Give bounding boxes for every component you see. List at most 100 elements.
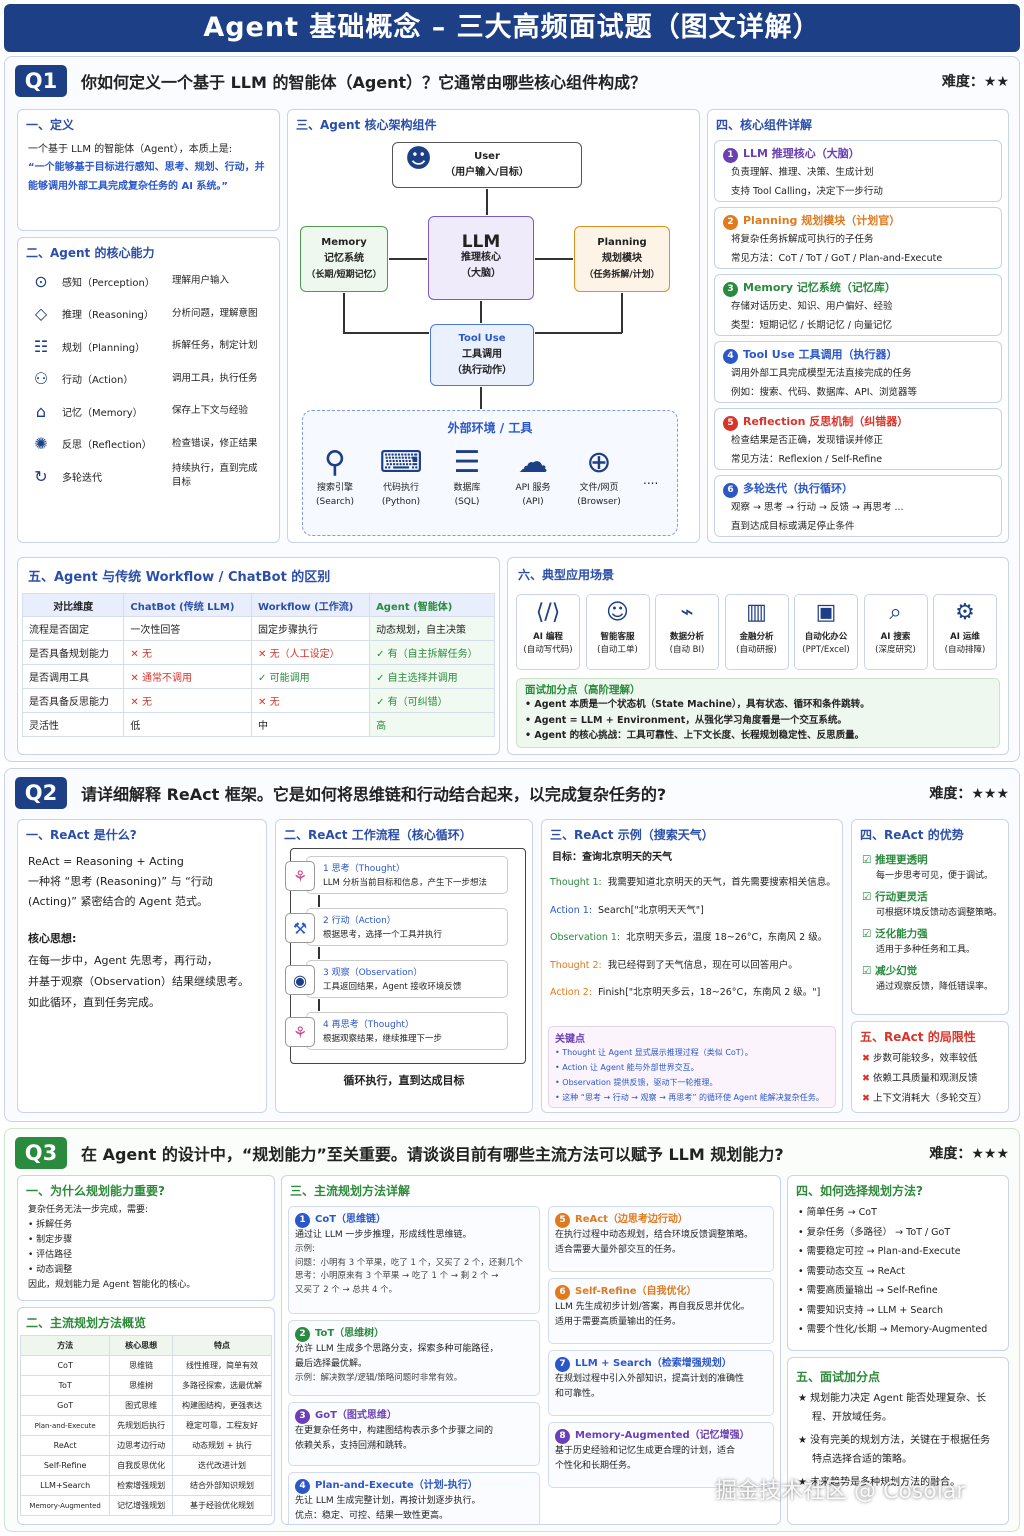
- bullet-icon: •: [28, 1250, 37, 1260]
- why-intro: 复杂任务无法一步完成，需要:: [28, 1205, 149, 1215]
- comparison-cell: 一次性回答: [123, 616, 253, 641]
- capability-row: ↻多轮迭代持续执行，直到完成目标: [18, 460, 279, 493]
- app-sub: (自动 BI): [669, 645, 705, 655]
- example-line: Action 1:Search["北京明天天气"]: [542, 897, 842, 925]
- cross-icon: ✖: [862, 1053, 873, 1064]
- bonus-text: 未来趋势是多种规划方法的融合。: [810, 1477, 961, 1488]
- flow-arrow: [318, 895, 320, 907]
- q2-cons-card: 五、ReAct 的局限性 ✖ 步数可能较多，效率较低✖ 依赖工具质量和观测反馈✖…: [851, 1021, 1009, 1113]
- overview-cell: Memory-Augmented: [19, 1495, 111, 1516]
- example-line: Observation 1:北京明天多云，温度 18~26°C，东南风 2 级。: [542, 924, 842, 952]
- bullet-icon: •: [525, 699, 535, 710]
- overview-cell: 多路径探索，选最优解: [171, 1375, 273, 1396]
- con-item: ✖ 步数可能较多，效率较低: [852, 1049, 1008, 1069]
- q3-header: Q3 在 Agent 的设计中，“规划能力”至关重要。请谈谈目前有哪些主流方法可…: [15, 1135, 1009, 1171]
- component-title-text: Memory 记忆系统（记忆库）: [743, 281, 896, 294]
- method-title-text: Memory-Augmented（记忆增强）: [575, 1430, 750, 1441]
- card-title: 一、定义: [26, 118, 75, 132]
- component-number: 5: [723, 416, 738, 431]
- check-icon: ☑: [862, 854, 876, 866]
- component-title: 5 Reflection 反思机制（纠错器）: [723, 413, 993, 431]
- keypoint-text: Thought 让 Agent 显式展示推理过程（类似 CoT）。: [562, 1048, 753, 1057]
- user-label: User: [474, 151, 500, 162]
- capability-row: ✺反思（Reflection）检查错误，修正结果: [18, 428, 279, 461]
- brain-icon: ⚘: [285, 861, 315, 891]
- overview-cell: 边思考边行动: [109, 1435, 173, 1456]
- flow-step-title: 3 观察（Observation）: [323, 968, 423, 978]
- bullet-icon: •: [28, 1235, 37, 1245]
- card-title: 二、主流规划方法概览: [26, 1316, 147, 1330]
- service-icon: ☺: [606, 600, 629, 625]
- application-item: ▣自动化办公(PPT/Excel): [794, 594, 858, 670]
- environment-title: 外部环境 / 工具: [447, 421, 533, 435]
- component-number: 1: [723, 148, 738, 163]
- tool-sub: (Search): [316, 497, 354, 507]
- overview-cell: CoT: [19, 1355, 111, 1376]
- reasoning-icon: ◇: [34, 304, 48, 324]
- component-title-text: Reflection 反思机制（纠错器）: [743, 415, 909, 428]
- core-line-1: 在每一步中，Agent 先思考，再行动，: [28, 954, 219, 967]
- choose-text: 需要高质量输出 → Self-Refine: [806, 1285, 938, 1296]
- memory-label: Memory: [321, 237, 367, 248]
- capability-desc: 拆解任务，制定计划: [172, 340, 258, 352]
- check-icon: ☑: [862, 965, 876, 977]
- pro-desc: 可根据环境反馈动态调整策略。: [876, 908, 1003, 918]
- component-line: 例如：搜索、代码、数据库、API、浏览器等: [731, 387, 918, 398]
- bonus-item: • Agent 的核心挑战：工具可靠性、上下文长度、长程规划稳定性、反思质量。: [525, 728, 991, 744]
- component-line: 常见方法：Reflexion / Self-Refine: [731, 454, 883, 465]
- choose-item: • 需要稳定可控 → Plan-and-Execute: [788, 1242, 1008, 1262]
- capability-name: 多轮迭代: [62, 472, 102, 484]
- finance-icon: ▥: [746, 600, 767, 625]
- choose-item: • 需要高质量输出 → Self-Refine: [788, 1281, 1008, 1301]
- pro-title-text: 泛化能力强: [875, 928, 928, 940]
- flow-step-title: 1 思考（Thought）: [323, 864, 405, 874]
- brain-icon: ⚘: [285, 1017, 315, 1047]
- cross-icon: ✖: [862, 1073, 873, 1084]
- method-line: LLM 先生成初步计划/答案，再自我反思并优化。: [555, 1302, 750, 1312]
- capability-row: ⌂记忆（Memory）保存上下文与经验: [18, 395, 279, 428]
- tool-sub: (Python): [381, 497, 421, 507]
- component-number: 4: [723, 349, 738, 364]
- q1-applications-card: 六、典型应用场景 ⟨/⟩AI 编程(自动写代码)☺智能客服(自动工单)⌁数据分析…: [507, 557, 1009, 755]
- q1-header: Q1 你如何定义一个基于 LLM 的智能体（Agent）？它通常由哪些核心组件构…: [15, 63, 1009, 99]
- method-line: 最后选择最优解。: [295, 1359, 368, 1369]
- pro-title: ☑ 行动更灵活: [852, 889, 1008, 906]
- bonus-text: 规划能力决定 Agent 能否处理复杂、长程、开放域任务。: [810, 1393, 987, 1423]
- q1-definition-card: 一、定义 一个基于 LLM 的智能体（Agent），本质上是: “一个能够基于目…: [17, 109, 280, 231]
- q2-difficulty: 难度：★★★: [929, 786, 1009, 802]
- application-item: ⌁数据分析(自动 BI): [655, 594, 719, 670]
- component-line: 调用外部工具完成模型无法直接完成的任务: [731, 368, 912, 379]
- wrench-icon: ⚒: [285, 913, 315, 943]
- why-list: • 拆解任务• 制定步骤• 评估路径• 动态调整: [18, 1218, 274, 1278]
- example-value: Search["北京明天天气"]: [598, 904, 704, 916]
- component-title-text: Tool Use 工具调用（执行器）: [743, 348, 898, 361]
- eye-icon: ◉: [285, 965, 315, 995]
- example-line: Action 2:Finish["北京明天多云，18~26°C，东南风 2 级。…: [542, 979, 842, 1007]
- method-number: 8: [555, 1429, 570, 1444]
- keypoint-item: • 这种 “思考 → 行动 → 观察 → 再思考” 的循环使 Agent 能解决…: [555, 1090, 829, 1105]
- comparison-row: 是否具备规划能力✕ 无✕ 无（人工设定）✓ 有（自主拆解任务）: [21, 640, 495, 665]
- choose-text: 需要稳定可控 → Plan-and-Execute: [806, 1246, 961, 1257]
- overview-header-cell: 方法: [19, 1335, 111, 1356]
- method-title-text: CoT（思维链）: [315, 1214, 387, 1225]
- overview-cell: LLM+Search: [19, 1475, 111, 1496]
- comparison-cell: 是否调用工具: [21, 664, 125, 689]
- planning-icon: ☷: [33, 336, 49, 356]
- memory-icon: ⌂: [35, 401, 47, 421]
- core-line-3: 如此循环，直到任务完成。: [28, 996, 160, 1009]
- method-title-text: Plan-and-Execute（计划-执行）: [315, 1480, 478, 1491]
- comparison-row: 是否具备反思能力✕ 无✕ 无✓ 有（可纠错）: [21, 688, 495, 713]
- arrow-llm-tool: [480, 301, 482, 323]
- comparison-row: 灵活性低中高: [21, 712, 495, 737]
